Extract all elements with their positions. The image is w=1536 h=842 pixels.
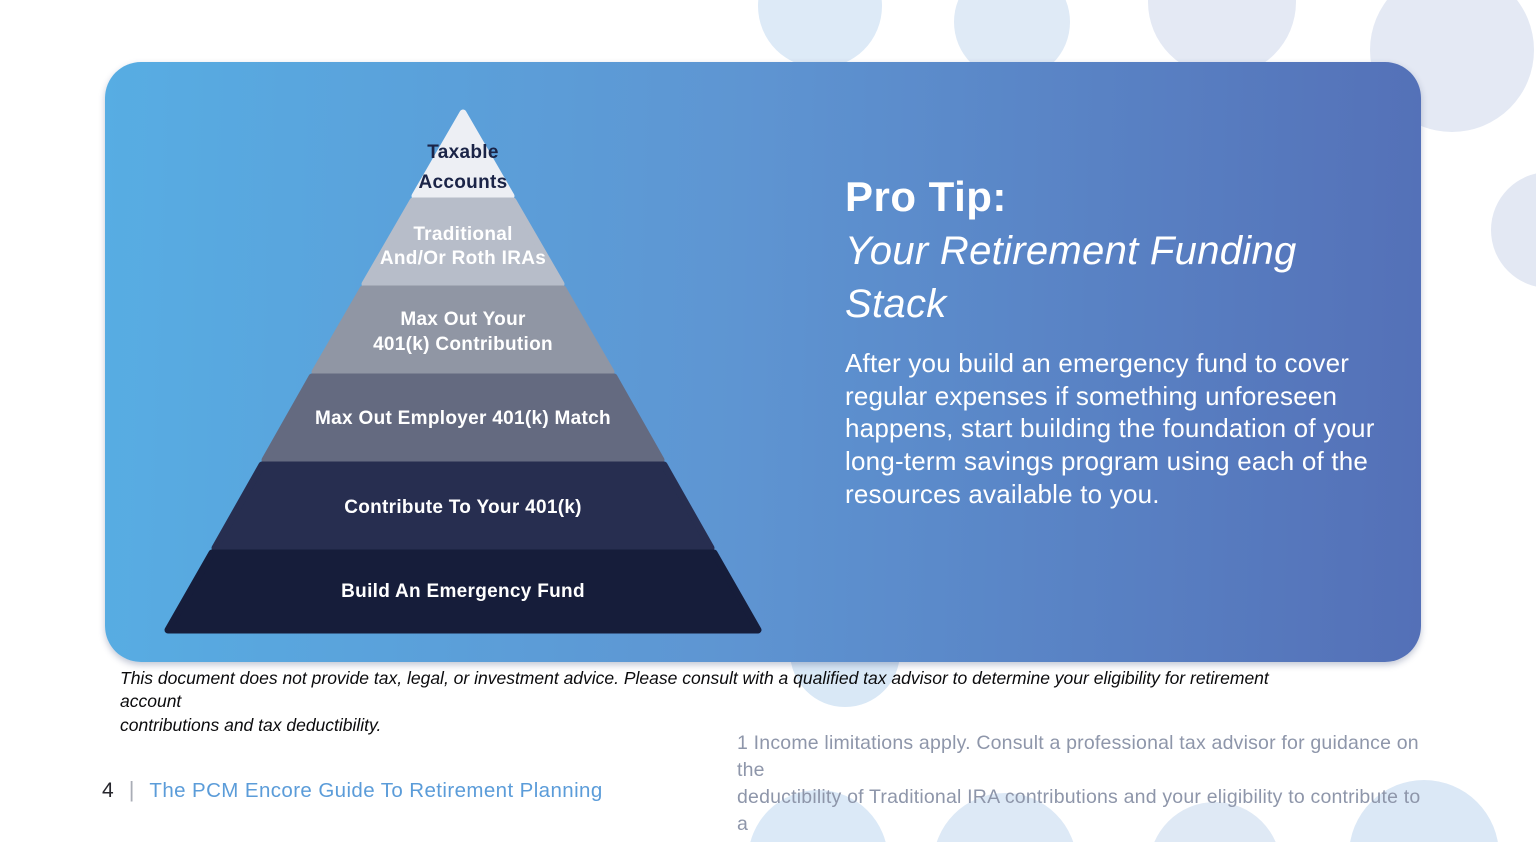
- pyramid-label-max-employer-match: Max Out Employer 401(k) Match: [315, 408, 611, 429]
- pyramid-level-max-employer-match: [261, 373, 665, 464]
- pro-tip-block: Pro Tip: Your Retirement Funding Stack A…: [845, 173, 1405, 511]
- pyramid-label-traditional-roth-iras: And/Or Roth IRAs: [380, 248, 546, 269]
- footnote-text: 1 Income limitations apply. Consult a pr…: [737, 730, 1427, 842]
- pyramid-label-emergency-fund: Build An Emergency Fund: [341, 581, 585, 602]
- pyramid-label-contribute-401k: Contribute To Your 401(k): [344, 497, 582, 518]
- page-footer: 4 | The PCM Encore Guide To Retirement P…: [102, 777, 603, 803]
- pyramid-level-taxable-accounts: [411, 109, 515, 200]
- decorative-circle: [758, 0, 882, 68]
- pyramid-label-taxable-accounts: Accounts: [419, 172, 508, 193]
- pro-tip-body: After you build an emergency fund to cov…: [845, 347, 1375, 509]
- page-number: 4: [102, 779, 114, 802]
- pyramid-level-max-401k-contribution: [311, 285, 615, 376]
- pyramid-level-emergency-fund: [164, 549, 762, 634]
- footnote-line: 1 Income limitations apply. Consult a pr…: [737, 732, 1419, 781]
- disclaimer-line: This document does not provide tax, lega…: [120, 668, 1269, 712]
- disclaimer-text: This document does not provide tax, lega…: [120, 667, 1330, 737]
- disclaimer-line: contributions and tax deductibility.: [120, 714, 382, 735]
- footnote-line: deductibility of Traditional IRA contrib…: [737, 785, 1421, 835]
- pro-tip-subtitle: Your Retirement Funding Stack: [845, 225, 1405, 331]
- pro-tip-subtitle-line: Your Retirement Funding: [845, 229, 1297, 274]
- guide-title: The PCM Encore Guide To Retirement Plann…: [149, 779, 603, 802]
- pyramid-label-max-401k-contribution: Max Out Your: [400, 309, 526, 330]
- pyramid-level-traditional-roth-iras: [361, 197, 565, 288]
- pyramid-label-taxable-accounts: Taxable: [427, 142, 498, 163]
- pyramid-label-max-401k-contribution: 401(k) Contribution: [373, 334, 553, 355]
- decorative-circle: [1491, 172, 1536, 288]
- pro-tip-subtitle-line: Stack: [845, 281, 947, 326]
- pro-tip-title: Pro Tip:: [845, 173, 1007, 220]
- pyramid-level-contribute-401k: [211, 461, 715, 552]
- footer-separator: |: [128, 777, 135, 802]
- footnote-line: Roth IRA.: [737, 838, 1427, 842]
- pyramid-label-traditional-roth-iras: Traditional: [413, 224, 512, 245]
